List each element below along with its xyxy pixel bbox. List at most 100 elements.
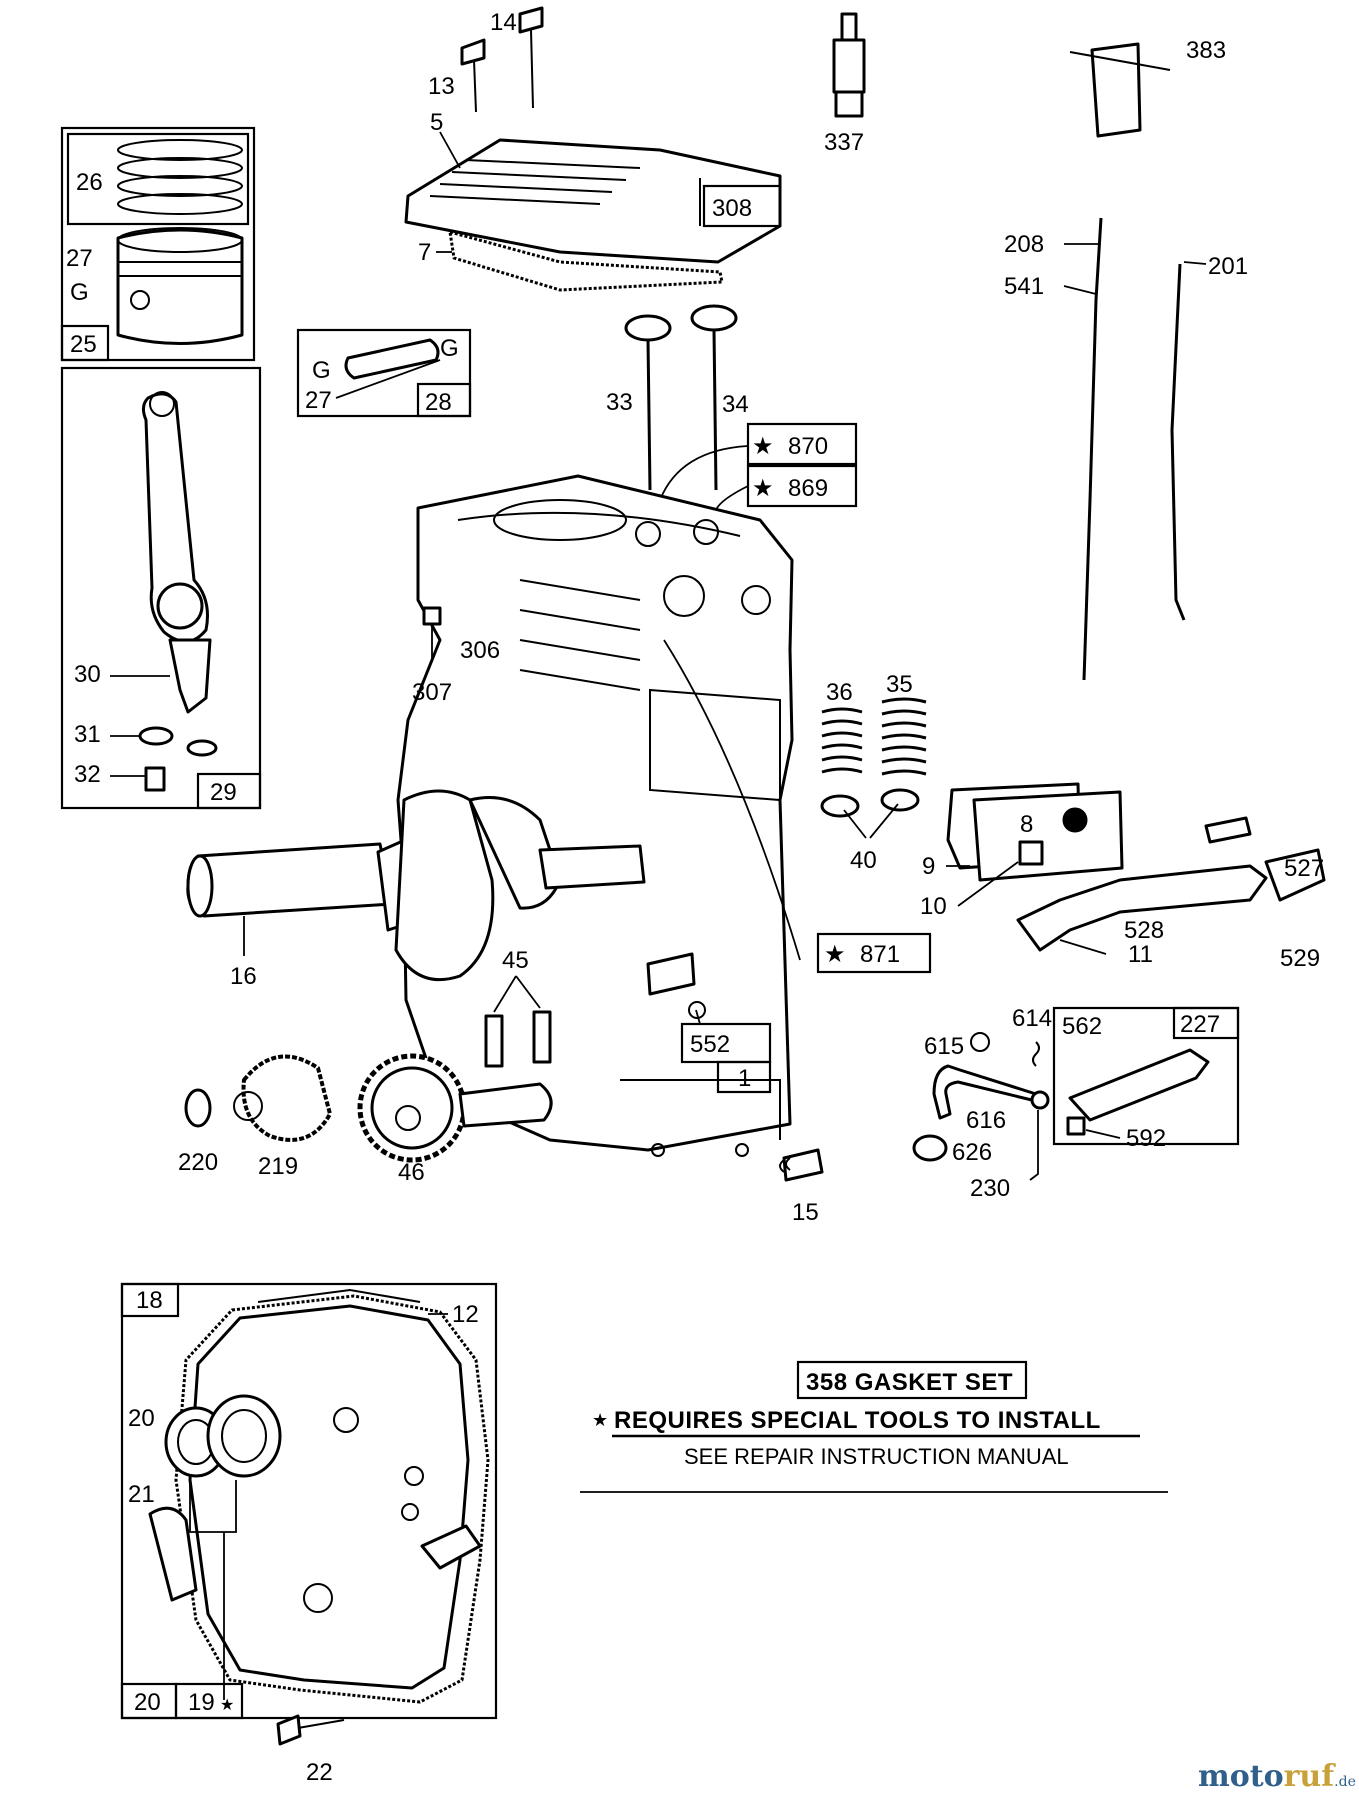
callout-27: 27 xyxy=(66,245,93,272)
callout-box-19 xyxy=(174,1682,244,1720)
callout-383: 383 xyxy=(1186,37,1226,64)
watermark-suffix: .de xyxy=(1334,1774,1356,1790)
cam-gear-face xyxy=(370,1066,454,1150)
governor-crank-nut xyxy=(1030,1090,1050,1110)
callout-30: 30 xyxy=(74,661,101,688)
leader-27 xyxy=(335,359,441,399)
screw-307 xyxy=(422,606,442,626)
crankshaft-flywheel-end xyxy=(538,844,646,890)
callout-45: 45 xyxy=(502,947,529,974)
leader-869 xyxy=(715,485,749,511)
bolt-thread xyxy=(530,29,534,109)
callout-22: 22 xyxy=(306,1759,333,1786)
callout-12: 12 xyxy=(452,1301,479,1328)
piston-top xyxy=(117,227,243,253)
grease-mark-g: G xyxy=(440,335,459,362)
callout-870: 870 xyxy=(788,433,828,460)
repair-manual-note: SEE REPAIR INSTRUCTION MANUAL xyxy=(684,1444,1069,1469)
head-fins xyxy=(429,159,701,226)
callout-10: 10 xyxy=(920,893,947,920)
dipstick-group: 208 541 201 xyxy=(1004,217,1248,681)
callout-35: 35 xyxy=(886,671,913,698)
lever-clamp-bolt xyxy=(1066,1116,1086,1136)
cylinder-bore xyxy=(493,499,627,541)
callout-20: 20 xyxy=(128,1405,155,1432)
cotter-614 xyxy=(1032,1041,1040,1067)
bushing-626 xyxy=(912,1134,948,1162)
leader-20-19 xyxy=(189,1480,237,1533)
piston-pin-group: G G 27 28 xyxy=(296,328,472,418)
leader-11 xyxy=(1059,939,1107,955)
cover-flange xyxy=(257,1288,421,1303)
lock-washer xyxy=(138,726,174,746)
callout-527: 527 xyxy=(1284,855,1324,882)
piston-ring xyxy=(117,139,243,161)
callout-201: 201 xyxy=(1208,253,1248,280)
intake-port xyxy=(663,575,705,617)
crankshaft-end xyxy=(186,854,214,918)
leader-45 xyxy=(493,975,541,1013)
piston-ring xyxy=(117,157,243,179)
leader-40 xyxy=(843,809,867,839)
cover-bolt-22 xyxy=(276,1714,302,1746)
valve-group: 33 34 ★ 870 ★ 869 xyxy=(606,304,858,511)
crankshaft-group: 16 xyxy=(186,789,646,990)
piston xyxy=(116,228,244,345)
callout-8: 8 xyxy=(1020,811,1033,838)
piston-pin xyxy=(344,338,440,380)
oil-fill-tube xyxy=(148,1506,198,1602)
star-mark: ★ xyxy=(220,1697,234,1714)
drain-plug xyxy=(782,1148,824,1182)
breather-cover xyxy=(972,790,1124,882)
tool-handle xyxy=(1069,51,1171,71)
callout-529: 529 xyxy=(1280,945,1320,972)
callout-46: 46 xyxy=(398,1159,425,1186)
callout-871: 871 xyxy=(860,941,900,968)
callout-40: 40 xyxy=(850,847,877,874)
valve-exhaust-stem xyxy=(646,339,652,491)
head-bolt-13 xyxy=(460,38,486,66)
cylinder-fins xyxy=(519,579,641,691)
hitch-pin-615 xyxy=(970,1032,990,1052)
callout-box-28 xyxy=(416,382,472,418)
leader-871 xyxy=(663,639,801,961)
tappet xyxy=(532,1010,552,1064)
cover-plug xyxy=(420,1524,482,1570)
governor-linkage-group: 227 562 592 614 615 616 626 230 xyxy=(912,1005,1240,1202)
leader-552 xyxy=(695,1009,701,1025)
crank-counterweight xyxy=(394,789,495,982)
callout-25: 25 xyxy=(70,331,97,358)
rod-cap xyxy=(168,638,212,714)
callout-592: 592 xyxy=(1126,1125,1166,1152)
callout-box-308 xyxy=(702,184,782,228)
callout-528: 528 xyxy=(1124,917,1164,944)
block-base xyxy=(620,1079,781,1140)
callout-220: 220 xyxy=(178,1149,218,1176)
valve-spring-35 xyxy=(881,697,927,776)
watermark-text: moto xyxy=(1198,1759,1284,1794)
cylinder-head-group: 13 14 308 5 7 xyxy=(404,6,782,292)
breather-tube xyxy=(1016,864,1268,952)
ring-set-box xyxy=(66,132,250,226)
callout-869: 869 xyxy=(788,475,828,502)
callout-26: 26 xyxy=(76,169,103,196)
callout-615: 615 xyxy=(924,1033,964,1060)
valve-seat xyxy=(693,519,719,545)
callout-36: 36 xyxy=(826,679,853,706)
callout-208: 208 xyxy=(1004,231,1044,258)
spark-plug-thread xyxy=(834,90,864,118)
star-mark: ★ xyxy=(752,475,774,502)
cover-bearing-inner xyxy=(221,1409,267,1463)
cover-boss xyxy=(333,1407,359,1433)
dipstick xyxy=(1082,217,1103,681)
callout-626: 626 xyxy=(952,1139,992,1166)
callout-21: 21 xyxy=(128,1481,155,1508)
callout-15: 15 xyxy=(792,1199,819,1226)
governor-lever xyxy=(1068,1048,1210,1122)
crankcase-cover xyxy=(188,1304,470,1690)
callout-14: 14 xyxy=(490,9,517,36)
callout-18: 18 xyxy=(136,1287,163,1314)
bracket-bolt xyxy=(688,1001,706,1019)
tube-clip xyxy=(1204,816,1252,844)
